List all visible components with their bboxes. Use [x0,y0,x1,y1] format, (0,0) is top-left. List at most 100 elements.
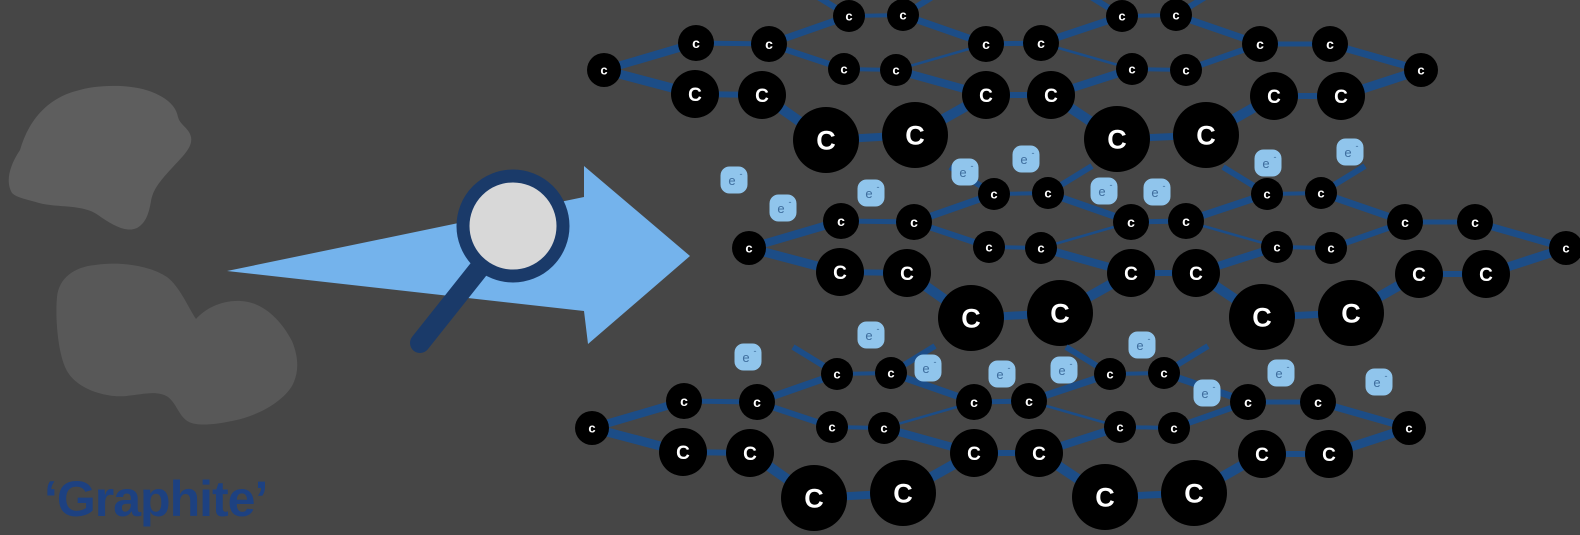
carbon-atom [1251,178,1283,210]
carbon-atom-label: C [1412,265,1426,286]
carbon-atom-label: c [1116,420,1123,435]
electron-label: e [865,186,872,201]
carbon-atom-label: C [1032,444,1046,465]
electron-charge-sign: - [1213,382,1216,392]
electron-label: e [742,350,749,365]
carbon-atom-label: C [961,304,981,334]
carbon-atom [1023,25,1059,61]
electron: e- [1336,138,1364,166]
carbon-atom-label: c [990,187,997,202]
carbon-atom-label: C [1095,483,1115,513]
carbon-atom [896,204,932,240]
electron: e- [1090,177,1118,205]
carbon-atom [671,70,719,118]
carbon-atom-label: c [1244,394,1252,410]
carbon-atom [1305,177,1337,209]
electron-charge-sign: - [789,197,792,207]
carbon-atom [1317,72,1365,120]
carbon-atom-label: c [1263,187,1270,202]
carbon-atom-label: c [745,241,752,256]
carbon-atom [678,25,714,61]
electron-charge-sign: - [1385,371,1388,381]
carbon-atom [666,383,702,419]
electron: e- [1254,149,1282,177]
carbon-atom-label: C [833,263,847,284]
carbon-atom [1549,231,1580,265]
electron-charge-sign: - [971,161,974,171]
carbon-atom [1229,284,1295,350]
carbon-atom [880,54,912,86]
carbon-atom [938,285,1004,351]
electron-body [1193,379,1221,407]
carbon-atom-label: c [985,240,992,255]
carbon-atom-label: C [816,126,836,156]
carbon-atom [816,248,864,296]
electron-label: e [1262,156,1269,171]
carbon-atom [739,384,775,420]
carbon-atom [726,429,774,477]
carbon-atom-label: c [1417,63,1424,78]
carbon-atom [1158,412,1190,444]
carbon-atom [887,0,919,31]
carbon-atom [1027,71,1075,119]
carbon-atom [1315,232,1347,264]
electron-label: e [1136,338,1143,353]
electron-charge-sign: - [1148,334,1151,344]
carbon-atom [751,26,787,62]
electron-label: e [728,173,735,188]
carbon-atom-label: C [1044,86,1058,107]
carbon-atom-label: C [1255,445,1269,466]
carbon-atom-label: c [1562,241,1569,256]
carbon-atom-label: c [1317,186,1324,201]
electron-body [1143,178,1171,206]
electron-body [951,158,979,186]
carbon-atom-label: c [1106,367,1113,382]
carbon-atom-label: c [1127,214,1135,230]
carbon-atom-label: c [970,394,978,410]
electron: e- [951,158,979,186]
electron-body [769,194,797,222]
carbon-atom-label: c [833,367,840,382]
carbon-atom-label: C [1322,445,1336,466]
electron-label: e [1201,386,1208,401]
carbon-atom-label: C [1184,479,1204,509]
electron-charge-sign: - [877,182,880,192]
electron-body [988,360,1016,388]
carbon-atom [816,411,848,443]
carbon-atom-label: C [1479,265,1493,286]
electron-body [1267,359,1295,387]
carbon-atom [1318,280,1384,346]
carbon-atom-label: C [1341,299,1361,329]
electron: e- [769,194,797,222]
carbon-atom [1104,411,1136,443]
electron-charge-sign: - [1163,181,1166,191]
carbon-atom [950,429,998,477]
carbon-atom [1032,177,1064,209]
carbon-atom [1116,53,1148,85]
carbon-atom-label: c [1172,8,1179,23]
carbon-atom [1250,72,1298,120]
carbon-atom [962,71,1010,119]
electron-charge-sign: - [1070,359,1073,369]
electron-label: e [865,328,872,343]
electron-charge-sign: - [1110,180,1113,190]
carbon-atom-label: c [845,9,852,24]
carbon-atom-label: C [743,444,757,465]
carbon-atom-label: c [588,421,595,436]
carbon-atom [1107,249,1155,297]
carbon-atom [1094,358,1126,390]
carbon-atom [781,465,847,531]
carbon-atom-label: c [910,214,918,230]
carbon-atom-label: c [899,8,906,23]
carbon-atom [868,412,900,444]
electron-label: e [1098,184,1105,199]
electron-label: e [1373,375,1380,390]
electron-body [857,321,885,349]
graphite-label: ‘Graphite’ [44,471,267,527]
electron-charge-sign: - [740,169,743,179]
carbon-atom-label: c [600,63,607,78]
carbon-atom-label: c [880,421,887,436]
